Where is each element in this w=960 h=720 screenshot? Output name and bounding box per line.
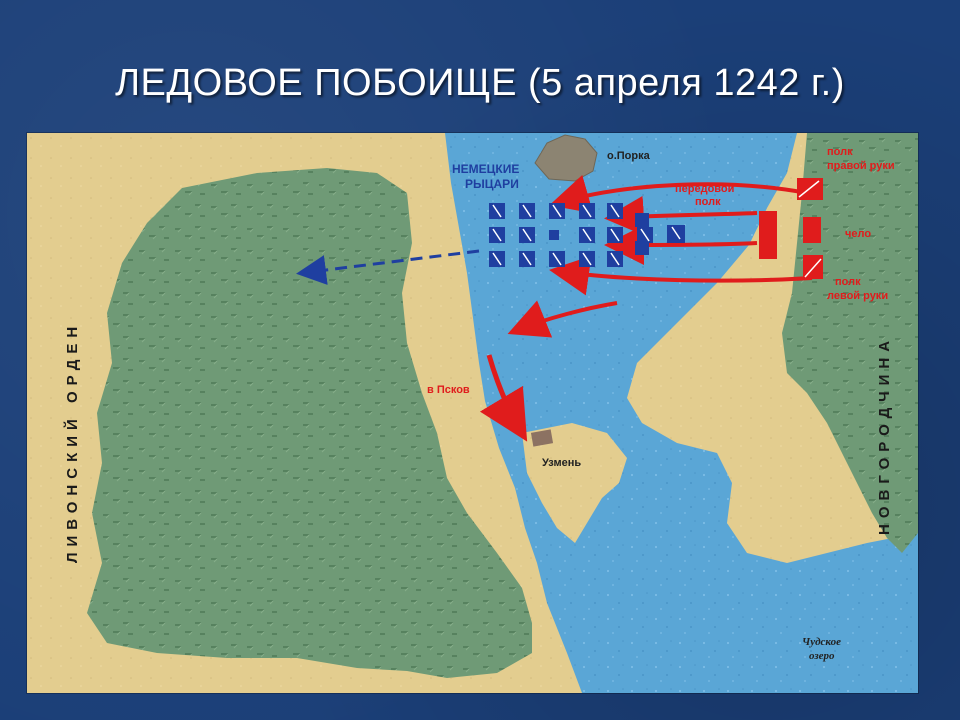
lake-label-line1: Чудское — [802, 636, 841, 648]
center-label: чело — [845, 228, 871, 240]
island-label: о.Порка — [607, 150, 651, 162]
center-regiment-unit — [803, 217, 821, 243]
livonian-forest — [87, 168, 532, 678]
german-label-line1: НЕМЕЦКИЕ — [452, 162, 519, 176]
lake-label-line2: озеро — [809, 650, 835, 662]
left-hand-label-2: левой руки — [827, 290, 888, 302]
german-retreat-line — [296, 249, 480, 285]
vanguard-arrow-top — [604, 195, 758, 236]
uzmen-settlement — [530, 429, 554, 447]
left-hand-label-1: полк — [835, 276, 861, 288]
vanguard-arrow-bottom — [604, 224, 758, 265]
german-unit — [635, 241, 649, 255]
german-wedge — [489, 203, 685, 267]
russian-forces — [759, 178, 823, 279]
vanguard-label-1: передовой — [675, 183, 734, 195]
german-unit — [549, 230, 559, 240]
uzmen-label: Узмень — [542, 457, 581, 469]
german-unit — [635, 213, 649, 227]
right-hand-label-1: полк — [827, 146, 853, 158]
german-label-line2: РЫЦАРИ — [465, 177, 519, 191]
right-hand-label-2: правой руки — [827, 160, 895, 172]
left-flank-arrow — [549, 255, 813, 296]
livonian-order-label: ЛИВОНСКИЙ ОРДЕН — [63, 321, 81, 563]
novgorod-label: НОВГОРОДЧИНА — [876, 335, 893, 535]
to-pskov-arrow — [479, 354, 528, 442]
battle-map: НЕМЕЦКИЕ РЫЦАРИ о.Порка полк правой руки… — [27, 133, 918, 693]
vanguard-regiment-unit — [759, 211, 777, 259]
to-pskov-label: в Псков — [427, 384, 470, 396]
pursuit-arrow — [507, 300, 618, 338]
map-canvas: НЕМЕЦКИЕ РЫЦАРИ о.Порка полк правой руки… — [27, 133, 918, 693]
vanguard-label-2: полк — [695, 196, 721, 208]
slide-title: ЛЕДОВОЕ ПОБОИЩЕ (5 апреля 1242 г.) — [115, 62, 845, 104]
right-flank-arrow — [549, 174, 808, 214]
uzmen-peninsula — [522, 423, 627, 543]
